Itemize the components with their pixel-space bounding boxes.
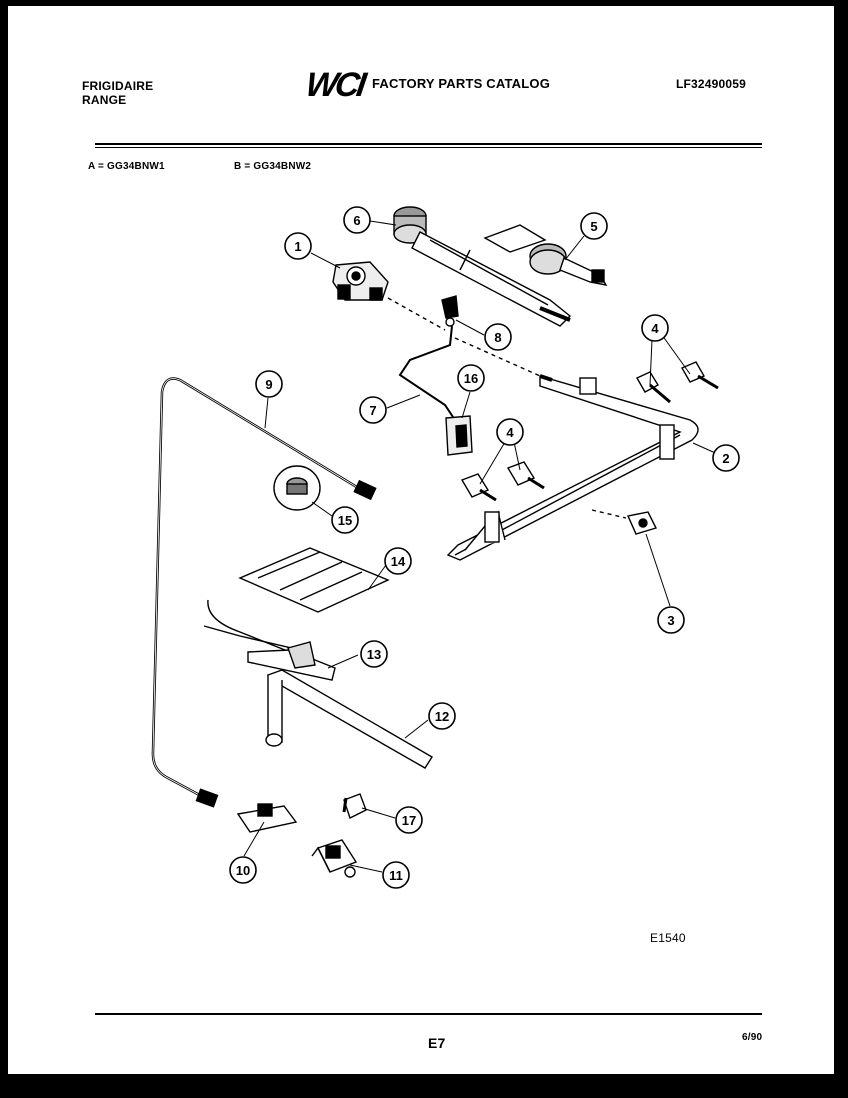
part-2-manifold-shape xyxy=(446,374,699,561)
svg-text:8: 8 xyxy=(494,330,501,345)
svg-text:7: 7 xyxy=(369,403,376,418)
part-5-valve-shape xyxy=(483,224,608,286)
leader-4d xyxy=(513,441,521,471)
svg-text:10: 10 xyxy=(236,863,250,878)
part-15-cap-shape xyxy=(273,465,321,511)
footer-rule xyxy=(95,1013,762,1015)
svg-text:12: 12 xyxy=(435,709,449,724)
part-9-fitting-lower xyxy=(195,788,219,808)
callout-14: 14 xyxy=(384,547,412,575)
part-17-clip-shape xyxy=(342,793,367,819)
callout-1: 1 xyxy=(284,232,312,260)
leader-1 xyxy=(310,252,341,269)
svg-text:4: 4 xyxy=(506,425,514,440)
callout-13: 13 xyxy=(360,640,388,668)
catalog-title: FACTORY PARTS CATALOG xyxy=(372,76,551,91)
part-7-tube-shape xyxy=(398,325,456,421)
svg-text:2: 2 xyxy=(722,451,729,466)
part-11-bracket-shape xyxy=(311,839,358,878)
svg-text:13: 13 xyxy=(367,647,381,662)
leader-8 xyxy=(455,319,485,336)
leader-3 xyxy=(645,533,671,607)
part-13-igniter-shape xyxy=(203,599,336,681)
leader-9 xyxy=(264,397,269,429)
part-3-orifice-shape xyxy=(627,511,657,535)
part-14-shield-shape xyxy=(238,547,390,613)
svg-text:4: 4 xyxy=(651,321,659,336)
callout-11: 11 xyxy=(382,861,410,889)
leader-15 xyxy=(311,501,333,517)
svg-text:11: 11 xyxy=(389,868,403,883)
leader-11 xyxy=(349,864,383,873)
callout-2: 2 xyxy=(712,444,740,472)
svg-text:5: 5 xyxy=(590,219,597,234)
svg-text:3: 3 xyxy=(667,613,674,628)
part-4-valve-upper-a xyxy=(636,371,671,404)
leader-6 xyxy=(369,220,397,226)
part-6-valve-shape xyxy=(393,206,572,327)
leader-12 xyxy=(404,719,429,739)
part-4-valve-middle-b xyxy=(506,461,545,490)
model-a-label: A = GG34BNW1 xyxy=(88,161,165,172)
part-9-fitting xyxy=(353,479,377,501)
catalog-number: LF32490059 xyxy=(676,77,747,91)
svg-text:17: 17 xyxy=(402,813,416,828)
part-16-switch-shape xyxy=(445,415,473,456)
part-8-fitting-shape xyxy=(441,295,459,327)
part-4-valve-upper-b xyxy=(681,361,719,390)
callout-3: 3 xyxy=(657,606,685,634)
svg-text:1: 1 xyxy=(294,239,301,254)
part-1-leader-dash xyxy=(387,297,446,331)
callout-9: 9 xyxy=(255,370,283,398)
part-1-regulator-shape xyxy=(332,261,389,301)
catalog-date: 6/90 xyxy=(742,1032,763,1043)
svg-text:14: 14 xyxy=(391,554,406,569)
header-rule xyxy=(95,143,762,145)
callout-6: 6 xyxy=(343,206,371,234)
leader-7 xyxy=(386,394,421,409)
leader-17 xyxy=(361,807,396,819)
leader-16 xyxy=(461,391,471,419)
leader-10 xyxy=(243,821,265,857)
callout-4-upper: 4 xyxy=(641,314,669,342)
leader-14 xyxy=(367,564,387,591)
callout-17: 17 xyxy=(395,806,423,834)
figure-id: E1540 xyxy=(650,931,686,945)
svg-text:6: 6 xyxy=(353,213,360,228)
header-rule-thin xyxy=(95,147,762,148)
leader-5 xyxy=(564,235,585,261)
part-12-burner-shape xyxy=(265,669,433,769)
svg-text:9: 9 xyxy=(265,377,272,392)
svg-text:16: 16 xyxy=(464,371,478,386)
callout-16: 16 xyxy=(457,364,485,392)
callout-4-middle: 4 xyxy=(496,418,524,446)
callout-15: 15 xyxy=(331,506,359,534)
leader-lines xyxy=(243,220,723,873)
svg-text:15: 15 xyxy=(338,513,352,528)
part-4-valve-middle-a xyxy=(460,473,497,502)
callout-8: 8 xyxy=(484,323,512,351)
callout-10: 10 xyxy=(229,856,257,884)
leader-4c xyxy=(479,441,506,485)
brand-label: FRIGIDAIRE xyxy=(82,79,154,93)
part-3-leader-dash xyxy=(591,509,627,519)
leader-13 xyxy=(327,654,359,669)
callout-12: 12 xyxy=(428,702,456,730)
product-label: RANGE xyxy=(82,93,127,107)
callout-7: 7 xyxy=(359,396,387,424)
model-b-label: B = GG34BNW2 xyxy=(234,161,312,172)
catalog-sheet xyxy=(8,6,834,1074)
part-9-tube-highlight xyxy=(152,378,366,799)
page-number: E7 xyxy=(428,1035,446,1051)
part-10-bracket-shape xyxy=(236,803,298,833)
callout-5: 5 xyxy=(580,212,608,240)
leader-4b xyxy=(661,334,691,375)
leader-4a xyxy=(649,339,653,386)
